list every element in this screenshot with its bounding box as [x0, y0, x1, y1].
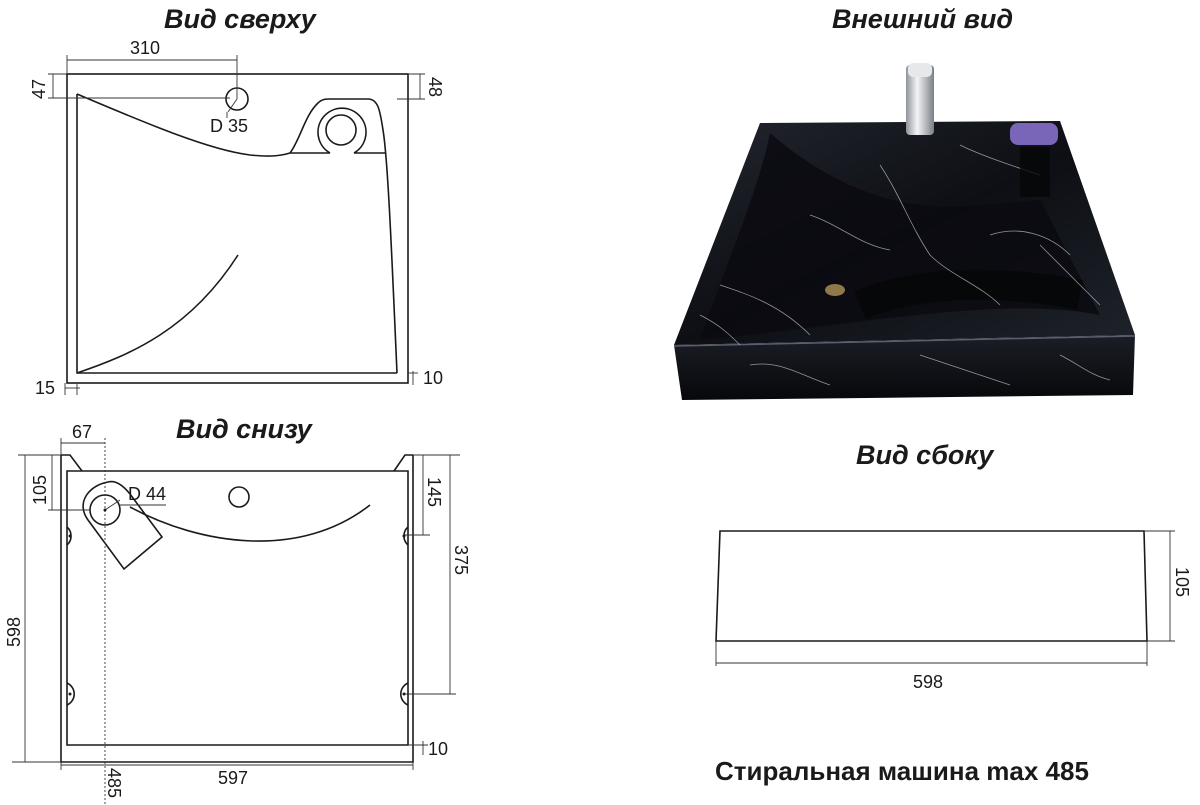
- dim-tap-offset: 310: [130, 38, 160, 58]
- washing-machine-caption: Стиральная машина max 485: [715, 756, 1089, 786]
- dim-width: 597: [218, 768, 248, 788]
- soap-bar: [1010, 123, 1058, 145]
- dim-bracket-top: 145: [424, 477, 444, 507]
- dim-top-rim-left: 47: [29, 79, 49, 99]
- dim-depth: 598: [4, 617, 24, 647]
- side-view-drawing: [715, 530, 1148, 642]
- dim-washer-max: 485: [104, 768, 124, 798]
- top-view-title: Вид сверху: [164, 4, 316, 34]
- sink-product-photo: [673, 63, 1136, 400]
- dim-drain-offset-y: 105: [30, 475, 50, 505]
- basin-front: [674, 335, 1135, 400]
- dim-bottom-rim: 10: [428, 739, 448, 759]
- dim-drain-hole: D 44: [128, 484, 166, 504]
- marble-veins: [699, 144, 1111, 386]
- dim-drain-offset-x: 67: [72, 422, 92, 442]
- external-view-title: Внешний вид: [832, 4, 1014, 34]
- bottom-view-title: Вид снизу: [176, 414, 312, 444]
- dim-top-bottom-rim: 10: [423, 368, 443, 388]
- dim-side-rim: 15: [35, 378, 55, 398]
- faucet: [906, 65, 934, 135]
- dim-tap-hole: D 35: [210, 116, 248, 136]
- bottom-view-drawing: [60, 454, 414, 763]
- dim-bracket-spacing: 375: [451, 545, 471, 575]
- side-view-title: Вид сбоку: [856, 440, 994, 470]
- dim-top-rim-right: 48: [425, 77, 445, 97]
- dim-side-length: 598: [913, 672, 943, 692]
- dim-side-height: 105: [1172, 567, 1192, 597]
